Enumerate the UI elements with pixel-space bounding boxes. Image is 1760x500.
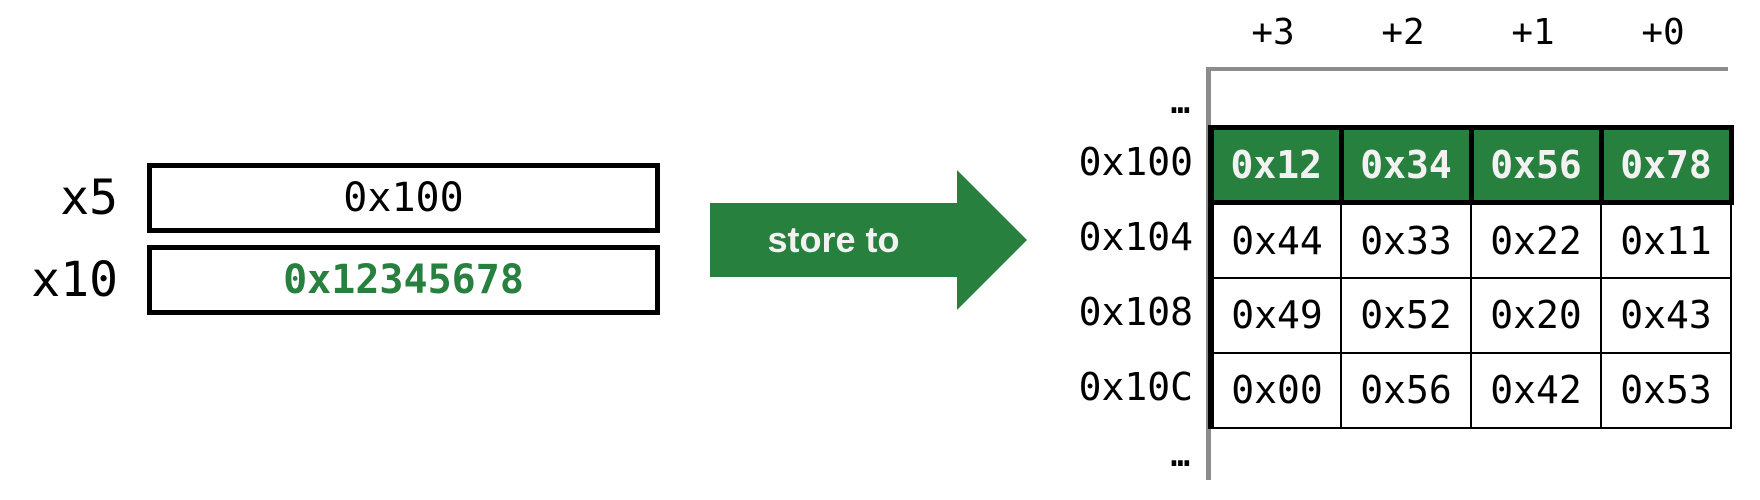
store-arrow (710, 170, 1027, 310)
memory-ellipsis-top: … (1170, 83, 1190, 121)
memory-row-0x108: 0x49 0x52 0x20 0x43 (1208, 276, 1732, 354)
memory-cell: 0x44 (1208, 201, 1342, 279)
register-box-x5: 0x100 (147, 163, 660, 233)
register-name-x5: x5 (60, 170, 118, 226)
memory-cell: 0x11 (1600, 201, 1732, 279)
memory-cell: 0x00 (1208, 351, 1342, 429)
memory-ellipsis-bottom: … (1170, 436, 1190, 474)
register-name-x10: x10 (31, 252, 118, 308)
memory-axis-line (1206, 67, 1211, 480)
memory-address-label: 0x108 (1078, 290, 1193, 334)
memory-cell: 0x53 (1600, 351, 1732, 429)
memory-cell: 0x20 (1470, 276, 1602, 354)
memory-row-0x100: 0x12 0x34 0x56 0x78 (1208, 125, 1734, 205)
memory-cell: 0x52 (1340, 276, 1472, 354)
memory-cell: 0x42 (1470, 351, 1602, 429)
memory-cell: 0x49 (1208, 276, 1342, 354)
byte-offset-header-0: +0 (1641, 12, 1685, 53)
store-arrow-label: store to (767, 219, 900, 260)
memory-cell: 0x33 (1340, 201, 1472, 279)
memory-cell: 0x22 (1470, 201, 1602, 279)
memory-top-line (1208, 67, 1728, 71)
memory-cell: 0x43 (1600, 276, 1732, 354)
memory-cell: 0x34 (1338, 125, 1474, 205)
memory-cell: 0x12 (1208, 125, 1344, 205)
memory-cell: 0x56 (1468, 125, 1604, 205)
memory-address-label: 0x104 (1078, 215, 1193, 259)
byte-offset-header-2: +2 (1381, 12, 1425, 53)
memory-row-0x10C: 0x00 0x56 0x42 0x53 (1208, 351, 1732, 429)
memory-table: 0x12 0x34 0x56 0x78 0x44 0x33 0x22 0x11 … (1208, 125, 1734, 429)
byte-offset-header-3: +3 (1251, 12, 1295, 53)
memory-cell: 0x78 (1598, 125, 1734, 205)
memory-address-label: 0x10C (1078, 365, 1193, 409)
register-value-x10: 0x12345678 (283, 257, 524, 303)
register-box-x10: 0x12345678 (147, 245, 660, 315)
memory-cell: 0x56 (1340, 351, 1472, 429)
byte-offset-header-1: +1 (1511, 12, 1555, 53)
register-value-x5: 0x100 (343, 175, 464, 221)
right-arrow-icon (710, 170, 1027, 310)
memory-address-label: 0x100 (1078, 140, 1193, 184)
memory-row-0x104: 0x44 0x33 0x22 0x11 (1208, 201, 1732, 279)
